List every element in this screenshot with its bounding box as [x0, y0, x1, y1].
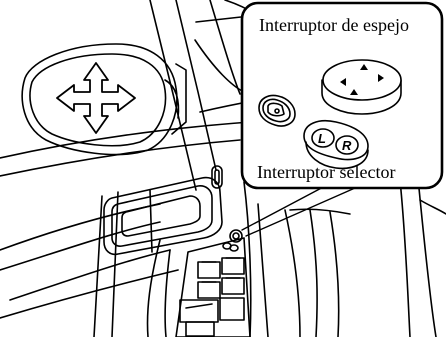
selector-switch-label: Interruptor selector	[257, 162, 395, 182]
four-way-dial-icon	[322, 60, 401, 114]
selector-right-key: R	[342, 138, 352, 153]
window-switch-cluster	[176, 230, 250, 337]
selector-left-key: L	[318, 131, 326, 146]
door-handle	[104, 166, 222, 254]
four-way-arrow-icon	[57, 63, 135, 133]
mirror-switch-label: Interruptor de espejo	[259, 15, 409, 35]
